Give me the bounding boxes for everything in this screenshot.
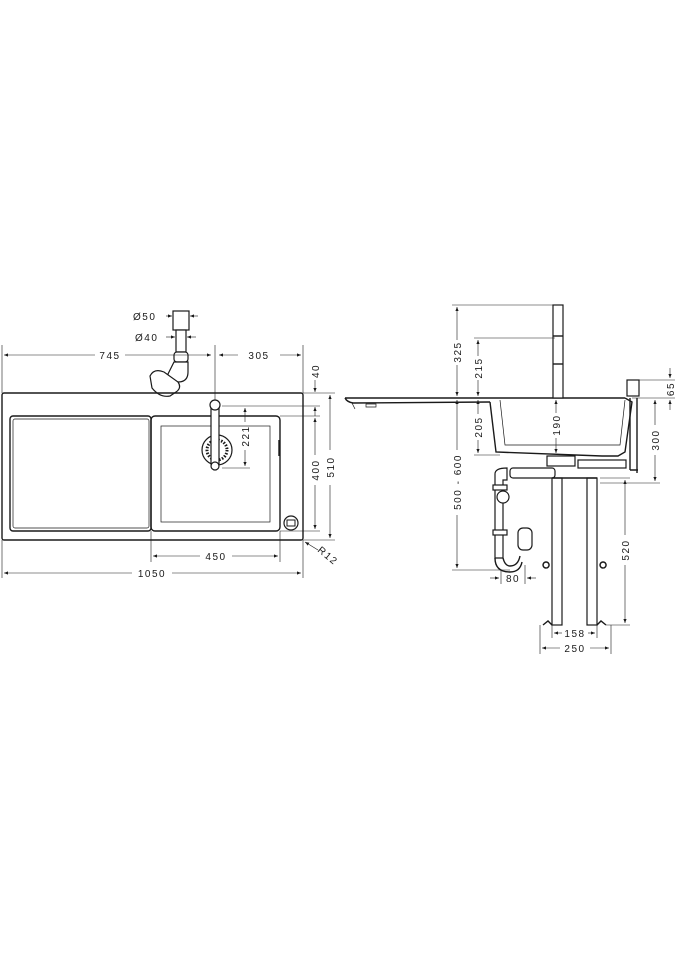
sink-outline [1, 392, 304, 541]
dim-520: 520 [621, 539, 632, 560]
faucet-column [552, 304, 564, 399]
dim-745: 745 [99, 351, 120, 362]
drainer-area [9, 415, 152, 532]
dim-300: 300 [651, 429, 662, 450]
dim-510: 510 [326, 456, 337, 477]
dim-diameter-50: Ø50 [133, 312, 156, 323]
dim-65: 65 [666, 382, 675, 396]
dim-r12: R12 [315, 545, 340, 568]
dim-190: 190 [552, 414, 563, 435]
dim-diameter-40: Ø40 [135, 333, 158, 344]
dim-500-600: 500 - 600 [453, 454, 464, 510]
dim-1050: 1050 [138, 569, 166, 580]
dim-205: 205 [474, 416, 485, 437]
dim-305: 305 [248, 351, 269, 362]
drain-pipe [149, 310, 190, 397]
dim-325: 325 [453, 341, 464, 362]
cabinet-leg-left [551, 477, 563, 626]
dim-80: 80 [506, 574, 520, 585]
dim-450: 450 [205, 552, 226, 563]
top-view: 745 305 Ø50 Ø40 40 400 510 221 450 [1, 310, 340, 580]
dim-400: 400 [311, 459, 322, 480]
overflow-icon [283, 515, 299, 531]
dim-221: 221 [241, 425, 252, 446]
cabinet-leg-right [586, 477, 598, 626]
dim-40: 40 [311, 364, 322, 378]
faucet [209, 399, 221, 471]
dim-250: 250 [564, 644, 585, 655]
dim-215: 215 [474, 357, 485, 378]
dim-158: 158 [564, 629, 585, 640]
side-view: 325 215 205 190 500 - 600 65 300 520 80 [344, 304, 675, 655]
